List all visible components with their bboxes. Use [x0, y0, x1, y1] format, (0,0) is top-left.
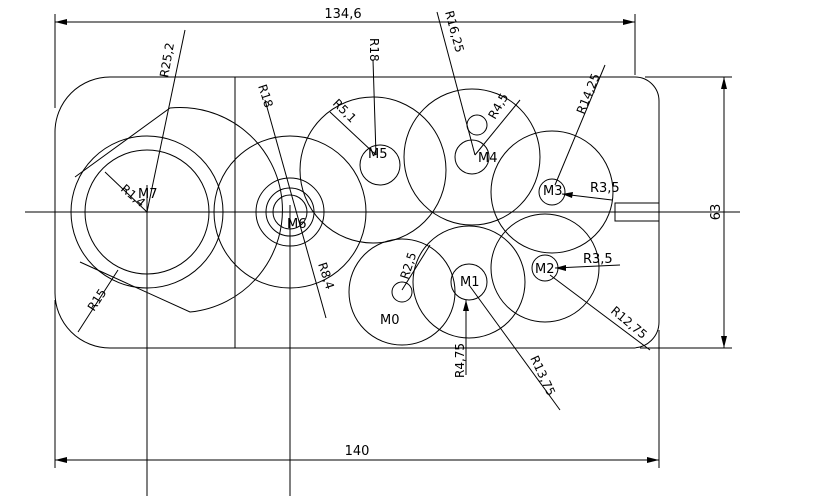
label-r13-75: R13,75 [527, 353, 558, 398]
dim-bottom-width: 140 [345, 444, 370, 459]
label-r18-m5: R18 [367, 38, 381, 62]
dimension-bottom: 140 [54, 300, 660, 468]
label-m5: M5 [368, 147, 388, 162]
gear-m2: M2 R3,5 R12,75 [490, 213, 651, 351]
label-m0: M0 [380, 313, 400, 328]
dimension-top: 134,6 [54, 7, 636, 108]
label-r25-2: R25,2 [157, 42, 177, 79]
gear-m4: R16,25 R4,5 M4 [403, 9, 541, 226]
label-r3-5-m2: R3,5 [583, 252, 613, 267]
label-r14-25: R14,25 [574, 71, 603, 116]
label-r16-25: R16,25 [442, 9, 467, 54]
label-m3: M3 [543, 184, 563, 199]
label-r15: R15 [85, 286, 110, 313]
dim-top-width: 134,6 [324, 7, 361, 22]
gear-m6: R18 M6 R8,4 [213, 83, 367, 319]
label-r2-5: R2,5 [398, 251, 420, 281]
label-r3-5-m3: R3,5 [590, 181, 620, 196]
label-m7: M7 [138, 187, 158, 202]
label-m4: M4 [478, 151, 498, 166]
dim-height: 63 [709, 204, 724, 221]
label-r5-1: R5,1 [330, 96, 359, 125]
gear-m3: R14,25 M3 R3,5 [490, 64, 620, 254]
label-r8-4: R8,4 [315, 261, 337, 291]
label-r18-m6: R18 [255, 83, 276, 110]
gear-m1: M1 R4,75 R13,75 [412, 225, 561, 411]
center-lines [25, 185, 740, 496]
label-r4-75: R4,75 [453, 343, 467, 378]
gear-m7: R25,2 R1,4 M7 R15 [70, 29, 283, 333]
dimension-height: 63 [640, 76, 732, 349]
label-m1: M1 [460, 275, 480, 290]
label-m6: M6 [287, 217, 307, 232]
label-r4-5: R4,5 [485, 91, 511, 122]
label-m2: M2 [535, 262, 555, 277]
